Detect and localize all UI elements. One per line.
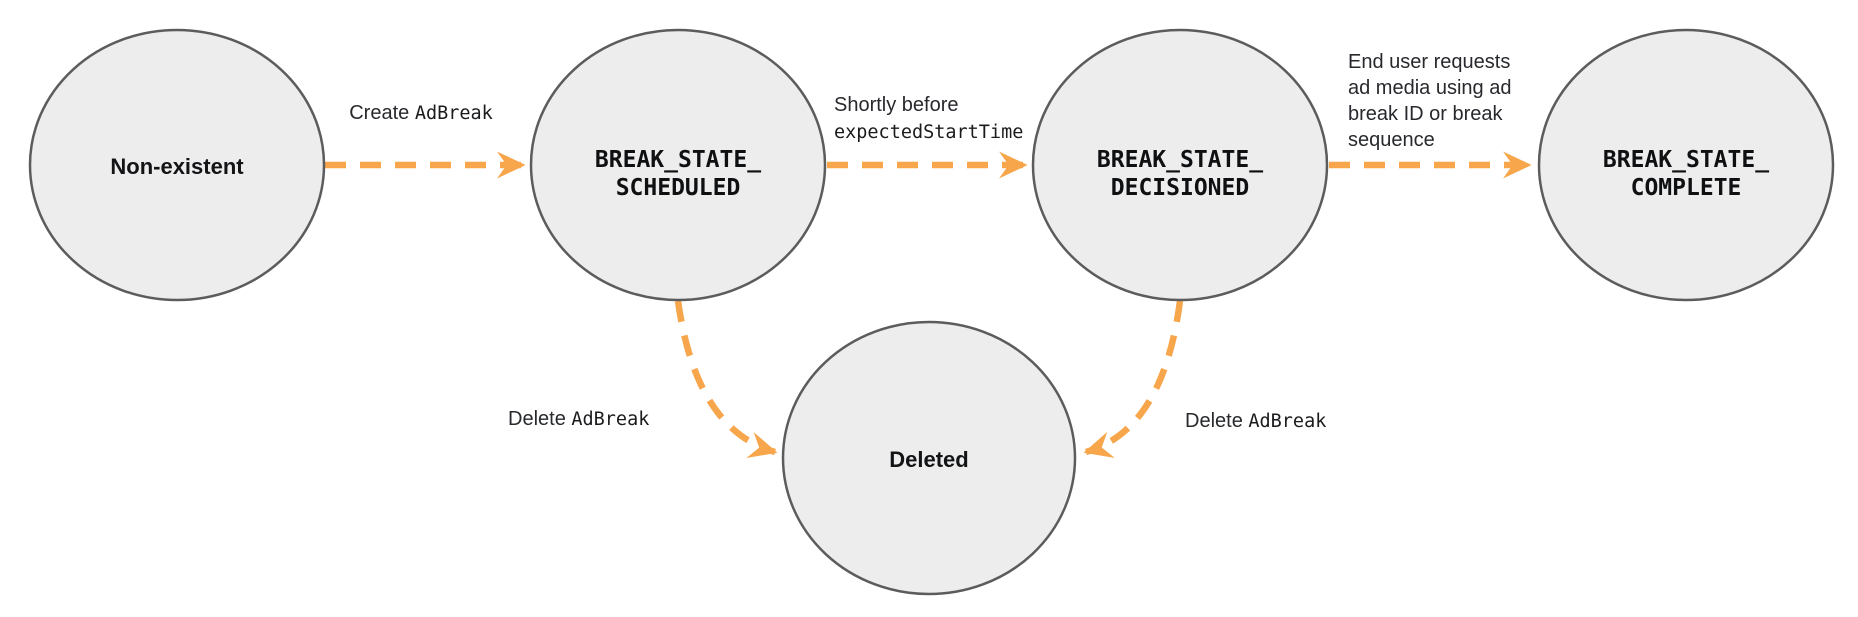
transition-label-create-plain: Create [349,102,415,124]
state-node-break-state-scheduled [529,28,827,302]
transition-label-create-adbreak: Create AdBreak [349,102,493,124]
transition-label-delete-right-plain: Delete [1185,410,1248,432]
transition-arrow-delete-adbreak-from-decisioned [1083,300,1184,458]
state-node-break-state-complete [1537,28,1835,302]
state-node-deleted [781,320,1077,596]
transition-label-expectedstarttime: expectedStartTime [834,122,1023,143]
state-label-deleted: Deleted [889,447,968,472]
transition-label-delete-right-code: AdBreak [1248,411,1326,432]
transition-label-delete-left-code: AdBreak [571,409,649,430]
transition-label-create-code: AdBreak [415,103,493,124]
transition-label-end-user-line3: break ID or break [1348,103,1504,125]
transition-arrow-delete-adbreak-from-scheduled [674,300,778,459]
state-label-decisioned-line2: DECISIONED [1111,175,1249,201]
transition-label-end-user-line2: ad media using ad [1348,77,1511,99]
transition-label-end-user-line4: sequence [1348,129,1435,151]
state-label-scheduled-line2: SCHEDULED [616,175,741,201]
state-node-non-existent [28,28,326,302]
transition-label-delete-adbreak-right: Delete AdBreak [1185,410,1326,432]
state-label-non-existent: Non-existent [110,154,244,179]
state-label-complete-line1: BREAK_STATE_ [1603,147,1769,173]
state-node-break-state-decisioned [1031,28,1329,302]
state-label-scheduled-line1: BREAK_STATE_ [595,147,761,173]
state-label-decisioned-line1: BREAK_STATE_ [1097,147,1263,173]
transition-label-shortly-before: Shortly before [834,94,959,116]
transition-label-delete-left-plain: Delete [508,408,571,430]
transition-label-end-user-line1: End user requests [1348,51,1510,73]
transition-label-delete-adbreak-left: Delete AdBreak [508,408,649,430]
state-label-complete-line2: COMPLETE [1631,175,1742,201]
